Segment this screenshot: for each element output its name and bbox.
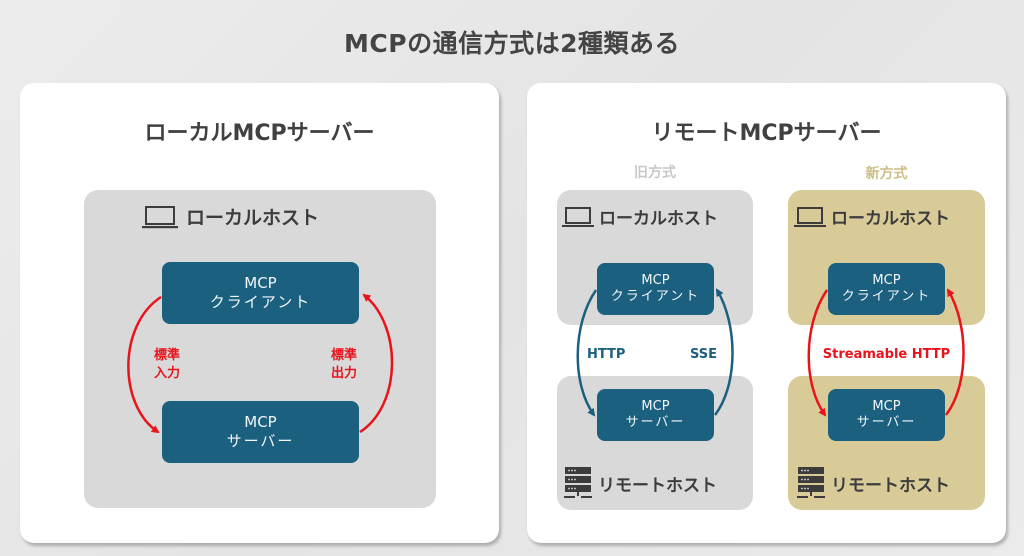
client-line2: クライアント bbox=[209, 293, 312, 311]
client-line1: MCP bbox=[244, 274, 277, 293]
new-remote-host-text: リモートホスト bbox=[831, 475, 950, 496]
remote-panel-title: リモートMCPサーバー bbox=[651, 121, 882, 146]
client-line1: MCP bbox=[641, 272, 670, 288]
local-mcp-client-node: MCP クライアント bbox=[162, 262, 359, 324]
sse-label: SSE bbox=[690, 347, 718, 362]
new-local-host-text: ローカルホスト bbox=[831, 209, 950, 229]
stdin-label-line1: 標準 bbox=[154, 348, 181, 363]
old-remote-host-text: リモートホスト bbox=[598, 475, 717, 496]
old-local-host-text: ローカルホスト bbox=[599, 209, 718, 229]
server-line1: MCP bbox=[641, 398, 670, 414]
client-line2: クライアント bbox=[610, 289, 701, 304]
old-mcp-client-node: MCP クライアント bbox=[597, 263, 714, 315]
new-method-heading: 新方式 bbox=[865, 166, 908, 182]
server-rack-icon bbox=[564, 467, 592, 498]
local-mcp-server-node: MCP サーバー bbox=[162, 401, 359, 463]
local-panel-title: ローカルMCPサーバー bbox=[144, 121, 375, 146]
stdin-label-line2: 入力 bbox=[154, 365, 181, 381]
new-mcp-client-node: MCP クライアント bbox=[828, 263, 945, 315]
streamable-http-label: Streamable HTTP bbox=[822, 347, 951, 362]
server-line1: MCP bbox=[872, 398, 901, 414]
server-line1: MCP bbox=[244, 413, 277, 432]
client-line1: MCP bbox=[872, 272, 901, 288]
server-line2: サーバー bbox=[856, 415, 917, 430]
client-line2: クライアント bbox=[841, 289, 932, 304]
new-local-host-label: ローカルホスト bbox=[794, 204, 950, 229]
local-host-label: ローカルホスト bbox=[142, 203, 319, 230]
laptop-icon bbox=[562, 206, 594, 227]
stdout-label-line2: 出力 bbox=[331, 365, 358, 381]
server-line2: サーバー bbox=[625, 415, 686, 430]
server-rack-icon bbox=[797, 467, 825, 498]
stdin-label: 標準 入力 bbox=[154, 347, 180, 382]
main-title: MCPの通信方式は2種類ある bbox=[344, 29, 680, 58]
old-method-heading: 旧方式 bbox=[634, 165, 676, 181]
http-label: HTTP bbox=[587, 347, 626, 362]
laptop-icon bbox=[794, 206, 826, 227]
old-remote-host-label: リモートホスト bbox=[564, 467, 717, 499]
laptop-icon bbox=[142, 205, 178, 228]
old-mcp-server-node: MCP サーバー bbox=[597, 389, 714, 441]
server-line2: サーバー bbox=[226, 432, 295, 450]
stdout-label: 標準 出力 bbox=[331, 347, 357, 382]
stdout-label-line1: 標準 bbox=[331, 348, 358, 363]
new-remote-host-label: リモートホスト bbox=[797, 467, 950, 499]
old-local-host-label: ローカルホスト bbox=[562, 204, 718, 229]
local-host-text: ローカルホスト bbox=[186, 207, 320, 229]
new-mcp-server-node: MCP サーバー bbox=[828, 389, 945, 441]
